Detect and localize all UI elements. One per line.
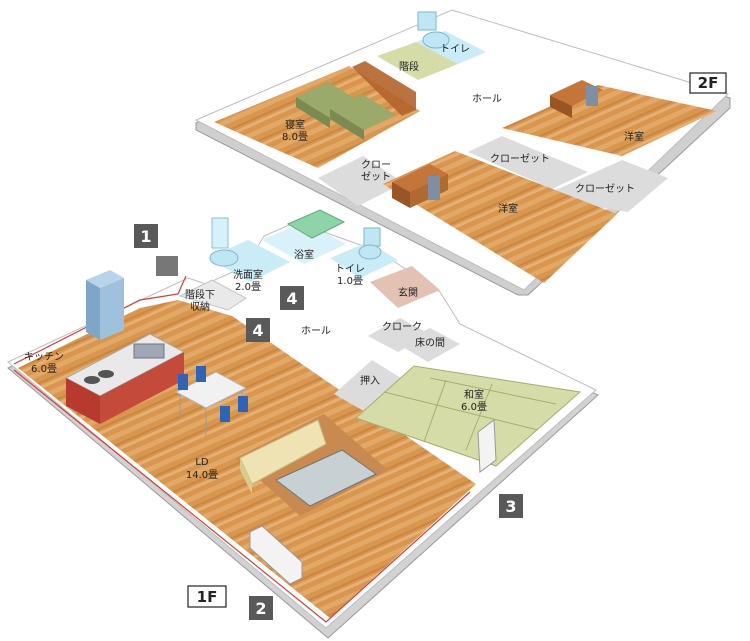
label-cloak: クローク	[382, 321, 422, 333]
label-oshiire: 押入	[360, 374, 380, 387]
label-bedroom-size: 8.0畳	[282, 131, 308, 143]
label-closet-right: クローゼット	[575, 183, 635, 195]
room-cloak	[368, 318, 430, 352]
toilet-2f-fixture	[417, 11, 450, 49]
svg-text:4: 4	[286, 289, 297, 308]
svg-text:4: 4	[252, 321, 263, 340]
label-bath: 浴室	[294, 248, 314, 261]
room-oshiire	[334, 360, 414, 418]
heaters	[249, 419, 497, 585]
room-tokonoma	[398, 328, 460, 362]
label-toilet-2f: トイレ	[440, 44, 470, 55]
desk-2f-center	[392, 164, 448, 208]
marker-1: 1	[134, 224, 158, 248]
label-western-right: 洋室	[624, 130, 644, 143]
svg-text:1: 1	[140, 227, 151, 246]
label-hall-2f: ホール	[472, 93, 502, 105]
dining-table	[174, 366, 248, 436]
label-bedroom: 寝室	[285, 118, 305, 131]
marker-4a: 4	[280, 286, 304, 310]
living-set	[236, 414, 388, 516]
room-stairs-2f	[377, 42, 458, 80]
label-tokonoma: 床の間	[415, 336, 445, 349]
floor-tag-2f: 2F	[689, 72, 727, 94]
label-toilet-1f: トイレ	[335, 264, 365, 275]
label-closet-small-1: クロー	[361, 159, 391, 171]
label-stairs-2f: 階段	[399, 60, 419, 73]
label-closet-mid: クローゼット	[490, 153, 550, 165]
bed-furniture	[296, 61, 416, 140]
label-ld: LD	[195, 457, 209, 468]
marker-3: 3	[499, 494, 523, 518]
label-washitsu: 和室	[464, 388, 484, 401]
label-under-stairs-2: 収納	[190, 300, 210, 313]
label-washroom-size: 2.0畳	[235, 281, 261, 293]
marker-4b: 4	[246, 318, 270, 342]
label-kitchen: キッチン	[24, 351, 64, 363]
bath-fixtures	[156, 209, 382, 276]
room-entrance	[370, 266, 440, 308]
tatami-lines	[383, 377, 557, 451]
marker-2: 2	[249, 596, 273, 620]
kitchen-counter	[64, 333, 186, 424]
fridge	[86, 270, 124, 340]
label-western-center: 洋室	[498, 202, 518, 215]
svg-text:2: 2	[255, 599, 266, 618]
boundary-line	[13, 275, 187, 365]
label-entrance: 玄関	[398, 286, 418, 299]
svg-text:2F: 2F	[698, 74, 719, 92]
room-closet-small	[318, 156, 404, 206]
room-closet-mid	[468, 136, 588, 189]
label-closet-small-2: ゼット	[361, 171, 391, 183]
room-bath	[262, 222, 346, 264]
room-under-stairs	[178, 279, 247, 311]
room-western-right	[502, 85, 717, 156]
svg-text:1F: 1F	[197, 588, 218, 606]
svg-text:3: 3	[505, 497, 516, 516]
floor-tag-1f: 1F	[187, 585, 227, 608]
floor-2f: 階段 トイレ ホール 寝室 8.0畳 洋室 クローゼット クローゼット クロー …	[194, 9, 731, 296]
label-toilet-1f-size: 1.0畳	[337, 275, 363, 287]
boundary-line-bottom	[13, 369, 471, 623]
label-hall-1f: ホール	[301, 325, 331, 337]
label-ld-size: 14.0畳	[186, 469, 218, 481]
room-washitsu	[355, 365, 582, 467]
label-kitchen-size: 6.0畳	[31, 363, 57, 375]
floor-1f: 洗面室 2.0畳 浴室 トイレ 1.0畳 階段下 収納 玄関 ホール クローク …	[7, 209, 599, 639]
label-under-stairs-1: 階段下	[185, 288, 215, 301]
label-washitsu-size: 6.0畳	[461, 401, 487, 413]
label-washroom: 洗面室	[233, 268, 263, 281]
desk-2f-right	[550, 80, 603, 118]
